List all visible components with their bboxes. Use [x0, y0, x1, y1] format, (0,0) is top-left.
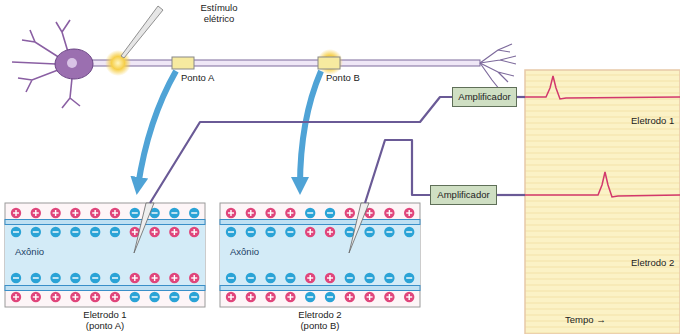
point-label: Ponto B [326, 73, 360, 84]
axon-label: Axônio [228, 247, 261, 258]
inset-caption: Eletrodo 2 (ponto B) [284, 310, 356, 332]
trace-2 [525, 172, 680, 197]
point-label: Ponto A [181, 73, 214, 84]
amplifier-label: Amplificador [458, 92, 510, 103]
stimulus-label: Estímulo elétrico [188, 3, 250, 25]
axon-inset-drawing [220, 203, 420, 307]
electrode-wire [497, 194, 525, 196]
axon [88, 60, 480, 66]
amplifier-box: Amplificador [452, 87, 517, 107]
trace-1 [525, 76, 680, 99]
point-a-marker [172, 57, 194, 69]
trace-label: Eletrodo 2 [631, 258, 674, 269]
recording-panel: Eletrodo 1 Eletrodo 2 Tempo → [525, 70, 680, 334]
nucleus [67, 58, 77, 68]
electrode-wire [150, 97, 452, 203]
axon-inset-drawing [5, 203, 205, 307]
time-axis-label: Tempo → [565, 315, 606, 326]
inset-caption: Eletrodo 1 (ponto A) [69, 310, 141, 332]
recording-panel-ground [525, 70, 680, 334]
point-b-marker [318, 57, 340, 69]
trace-label: Eletrodo 1 [631, 116, 674, 127]
axon-inset: AxônioEletrodo 1 (ponto A) [5, 203, 205, 307]
dendrites [12, 20, 80, 108]
amplifier-label: Amplificador [437, 190, 489, 201]
axon-label: Axônio [13, 247, 46, 258]
amplifier-box: Amplificador [430, 185, 497, 205]
electrode-wire [517, 96, 525, 98]
soma [55, 49, 93, 79]
zoom-arrow-b [300, 71, 321, 186]
electrode-wire [365, 140, 430, 203]
stimulus-electrode [121, 6, 163, 58]
axon-inset: AxônioEletrodo 2 (ponto B) [220, 203, 420, 307]
axon-terminal [480, 44, 516, 90]
